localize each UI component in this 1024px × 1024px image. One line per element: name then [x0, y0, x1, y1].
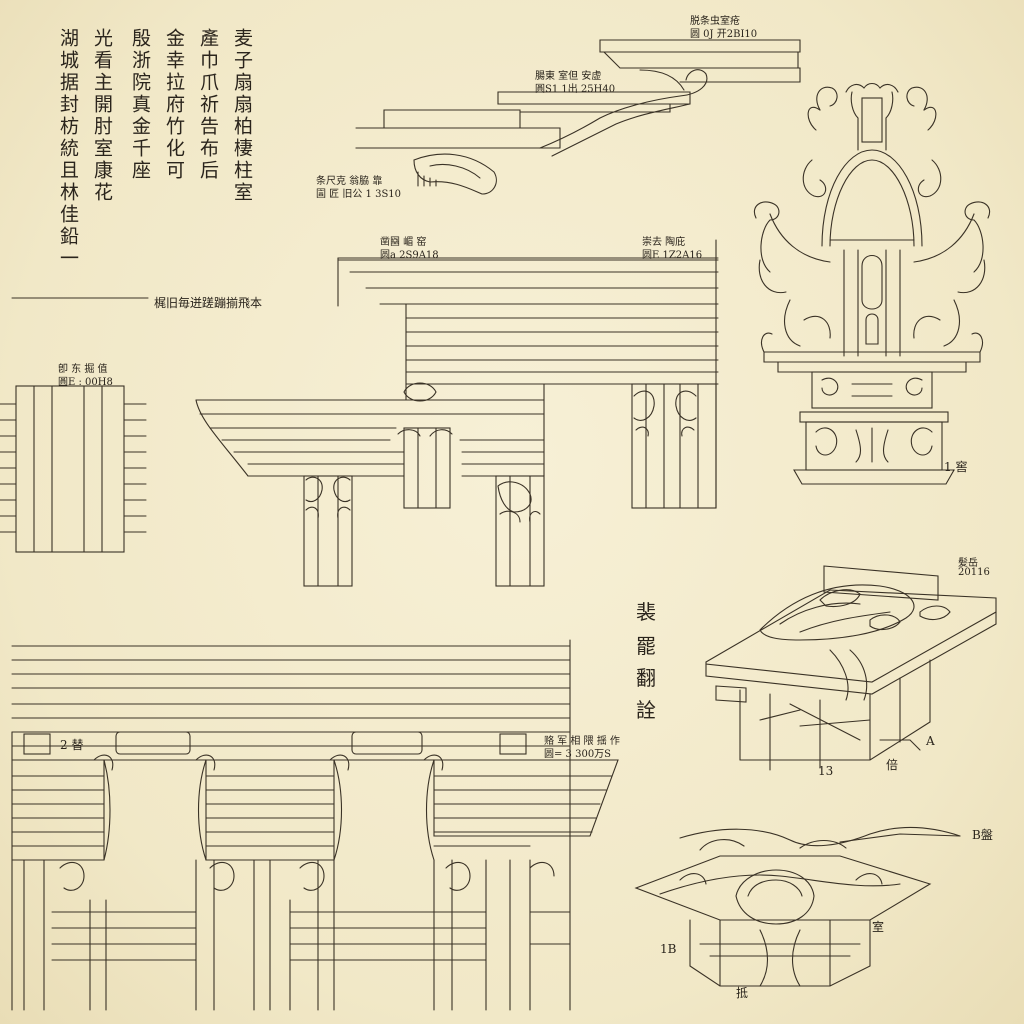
center-right-code: 圆E 1Z2A16	[642, 250, 703, 261]
iso-top-code: 20116	[958, 567, 990, 578]
text-column-6: 麦子扇扇柏棲柱室	[231, 28, 253, 204]
text-column-3: 殷浙院真金千座	[129, 28, 151, 182]
mid-vertical-4: 詮	[636, 698, 656, 722]
iso-bottom-b: B盤	[972, 828, 993, 842]
bottom-mid-code: 圆= 3 300万S	[544, 749, 612, 760]
center-right-title: 崇去 陶庇	[642, 237, 686, 248]
upper-mid-code: 圓S1 1出 25H40	[535, 84, 616, 95]
center-cornice-elevation	[195, 239, 719, 587]
isometric-structure-bottom	[634, 826, 961, 987]
upper-mid-title: 腸東 室但 安虚	[535, 71, 602, 82]
iso-label-cn: 倍	[886, 758, 899, 772]
text-column-1: 湖城据封枋統且林佳鉛一	[57, 28, 79, 270]
bottom-frieze-elevation	[11, 639, 619, 1011]
iso-label-13: 13	[818, 764, 834, 778]
top-right-title: 脱条虫室疮	[690, 16, 740, 27]
text-column-5: 產巾爪祈告布后	[197, 28, 219, 182]
ornate-shrine-drawing	[754, 82, 990, 485]
iso-bottom-foot: 抵	[736, 986, 749, 1000]
bottom-mid-title: 赂 军 相 隈 揺 作	[544, 736, 620, 747]
top-right-code: 圆 0J 开2BI10	[690, 29, 758, 40]
left-section-title: 卽 东 掘 值	[58, 364, 108, 375]
center-left-title: 凿圝 嵋 窑	[380, 237, 427, 248]
left-section-code: 圓E : 00H8	[58, 377, 113, 388]
left-bracket-code: 圁 匠 旧公 1 3S10	[316, 189, 402, 200]
isometric-structure-top	[705, 565, 997, 771]
top-bracket-elevation	[355, 39, 801, 195]
main-caption: 梶旧毎迸蹉蹦揃飛本	[154, 296, 263, 310]
mid-vertical-1: 裴	[636, 600, 656, 624]
shrine-label: 1.窖	[944, 460, 968, 474]
text-column-2: 光看主開肘室康花	[91, 28, 113, 204]
frieze-block-right	[426, 759, 619, 861]
iso-top-title: 髪岳	[958, 558, 978, 569]
left-bracket-title: 条尺克 翁脇 靠	[316, 176, 383, 187]
iso-bottom-cn: 室	[872, 920, 885, 934]
center-left-code: 圆a 2S9A18	[380, 250, 439, 261]
mid-vertical-2: 罷	[636, 634, 656, 658]
text-column-4: 金幸拉府竹化可	[163, 28, 185, 182]
frieze-block-mid	[198, 759, 342, 861]
bottom-left-label: 2 替	[60, 738, 84, 752]
left-section-elevation	[0, 385, 147, 553]
frieze-block-left	[11, 759, 111, 861]
iso-bottom-18: 1B	[660, 942, 677, 956]
mid-vertical-3: 翻	[636, 666, 656, 690]
iso-label-a: A	[926, 734, 935, 748]
